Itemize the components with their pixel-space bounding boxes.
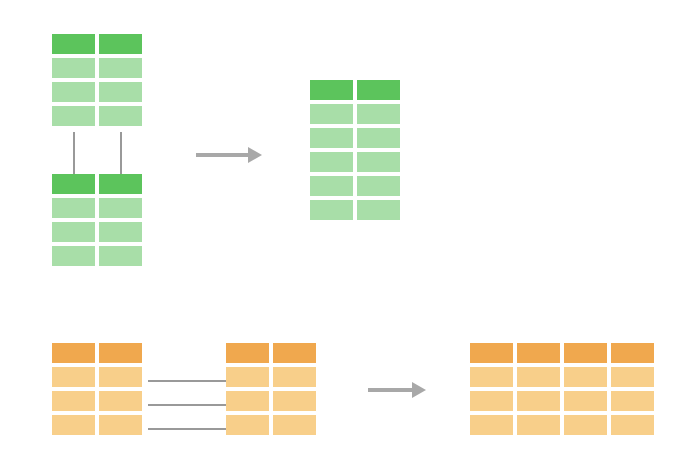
table-body-cell [357, 152, 400, 172]
table-header-cell [99, 343, 142, 363]
right-arrow-icon [368, 382, 426, 398]
table-body-cell [611, 415, 654, 435]
column-bind-group [52, 343, 654, 435]
row-result-table [310, 80, 400, 220]
table-header-cell [564, 343, 607, 363]
table-body-cell [52, 58, 95, 78]
table-header-cell [273, 343, 316, 363]
right-arrow-icon [196, 147, 262, 163]
table-body-cell [52, 246, 95, 266]
table-body-cell [52, 82, 95, 102]
table-body-cell [357, 104, 400, 124]
table-body-cell [99, 82, 142, 102]
row-bind-group [52, 34, 400, 266]
table-header-cell [611, 343, 654, 363]
table-body-cell [99, 415, 142, 435]
table-body-cell [52, 391, 95, 411]
row-input-bottom-table [52, 174, 142, 266]
table-body-cell [226, 415, 269, 435]
table-body-cell [470, 367, 513, 387]
table-body-cell [517, 391, 560, 411]
table-header-cell [99, 34, 142, 54]
table-body-cell [310, 152, 353, 172]
table-header-cell [517, 343, 560, 363]
table-body-cell [357, 128, 400, 148]
table-body-cell [226, 391, 269, 411]
table-body-cell [273, 367, 316, 387]
table-body-cell [564, 367, 607, 387]
table-header-cell [357, 80, 400, 100]
row-input-top-table [52, 34, 142, 126]
table-body-cell [470, 391, 513, 411]
table-header-cell [310, 80, 353, 100]
table-body-cell [310, 200, 353, 220]
arrow-head [248, 147, 262, 163]
table-body-cell [310, 104, 353, 124]
table-body-cell [310, 128, 353, 148]
table-body-cell [611, 367, 654, 387]
table-body-cell [611, 391, 654, 411]
column-result-table [470, 343, 654, 435]
column-input-right-table [226, 343, 316, 435]
table-body-cell [470, 415, 513, 435]
table-body-cell [357, 176, 400, 196]
table-body-cell [273, 415, 316, 435]
table-body-cell [273, 391, 316, 411]
column-input-left-table [52, 343, 142, 435]
table-body-cell [564, 415, 607, 435]
table-body-cell [52, 222, 95, 242]
table-body-cell [517, 415, 560, 435]
table-body-cell [99, 198, 142, 218]
table-body-cell [99, 106, 142, 126]
table-body-cell [564, 391, 607, 411]
arrow-head [412, 382, 426, 398]
table-body-cell [99, 58, 142, 78]
table-body-cell [99, 367, 142, 387]
table-header-cell [52, 174, 95, 194]
table-header-cell [52, 34, 95, 54]
table-body-cell [52, 367, 95, 387]
table-body-cell [52, 106, 95, 126]
table-body-cell [99, 222, 142, 242]
table-header-cell [470, 343, 513, 363]
table-body-cell [357, 200, 400, 220]
table-body-cell [52, 415, 95, 435]
table-body-cell [52, 198, 95, 218]
table-header-cell [226, 343, 269, 363]
table-header-cell [99, 174, 142, 194]
table-body-cell [226, 367, 269, 387]
table-header-cell [52, 343, 95, 363]
table-body-cell [99, 391, 142, 411]
table-body-cell [310, 176, 353, 196]
table-body-cell [517, 367, 560, 387]
table-body-cell [99, 246, 142, 266]
